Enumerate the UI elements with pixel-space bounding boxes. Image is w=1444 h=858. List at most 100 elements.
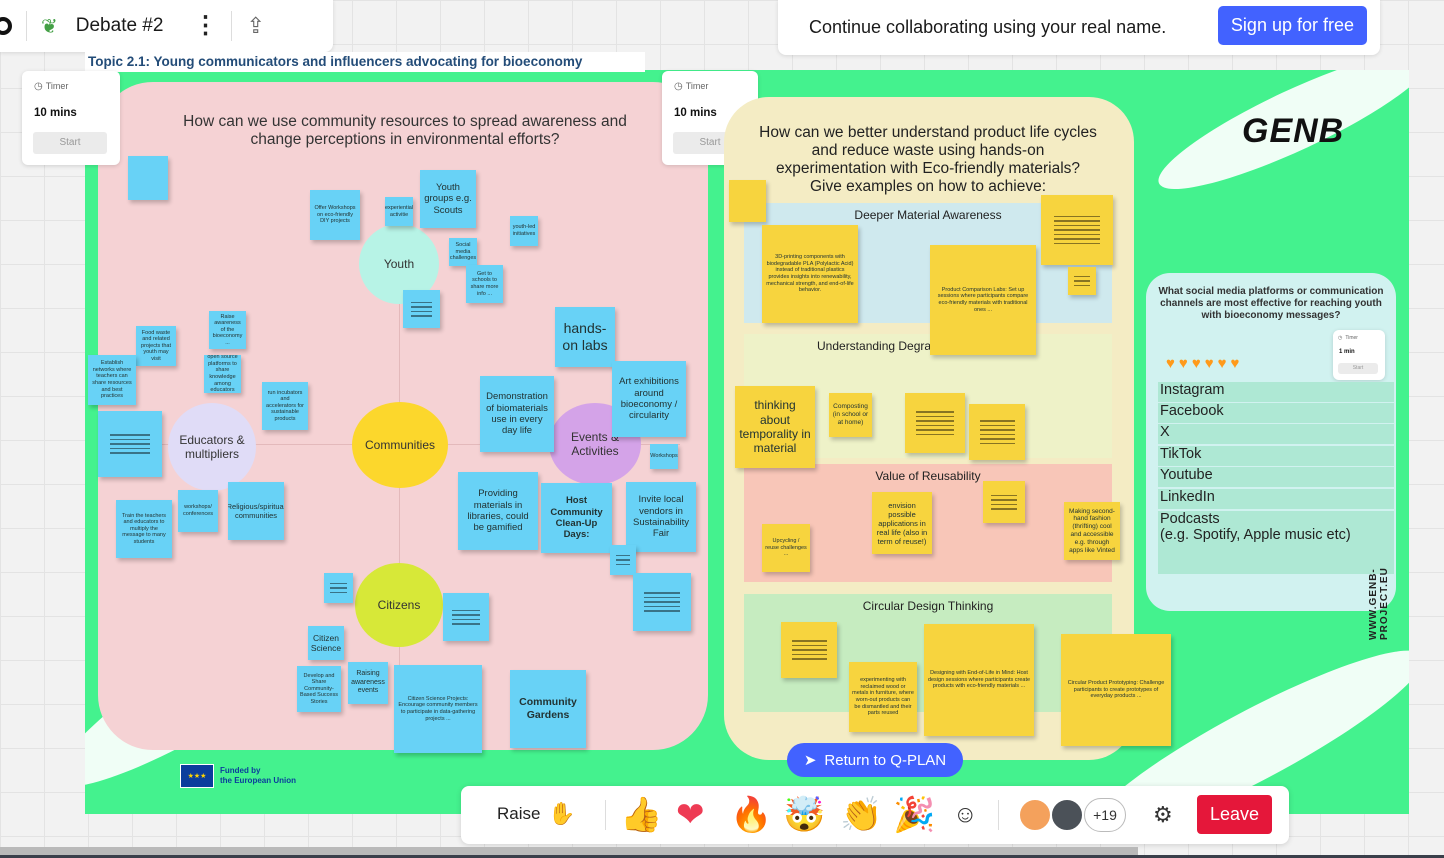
circle-educators[interactable]: Educators & multipliers — [168, 403, 256, 491]
clapping-hands-icon[interactable]: 👏 — [840, 796, 883, 834]
sprout-icon: ❦ — [41, 15, 58, 38]
sticky-note[interactable]: Food waste and related projects that you… — [136, 326, 176, 366]
sticky-note[interactable] — [403, 290, 440, 328]
timer-label: Timer — [1345, 335, 1358, 341]
sticky-note[interactable] — [969, 404, 1025, 460]
party-popper-icon[interactable]: 🎉 — [893, 796, 936, 834]
participant-avatar[interactable] — [1018, 798, 1052, 832]
sticky-note[interactable]: workshops/ conferences — [178, 490, 218, 532]
sticky-note[interactable] — [610, 545, 636, 575]
window-bottom-edge — [0, 855, 1444, 858]
sticky-note[interactable]: experiential activitie — [385, 197, 413, 226]
sticky-note[interactable]: Develop and Share Community-Based Succes… — [297, 666, 341, 712]
sticky-note[interactable]: Host Community Clean-Up Days: — [541, 483, 612, 553]
circle-events[interactable]: Events & Activities — [549, 403, 641, 485]
timer-start-button[interactable]: Start — [1338, 363, 1378, 374]
timer-label: Timer — [45, 81, 69, 91]
right-question: How can we better understand product lif… — [759, 124, 1097, 195]
sticky-note[interactable]: 3D-printing components with biodegradabl… — [762, 225, 858, 323]
sticky-note[interactable]: Citizen Science Projects: Encourage comm… — [394, 665, 482, 753]
more-options-icon[interactable]: ⋮ — [193, 12, 218, 39]
platform-item: Facebook — [1158, 403, 1394, 423]
sticky-note[interactable]: Circular Product Prototyping: Challenge … — [1061, 634, 1171, 746]
timer-label: Timer — [685, 81, 709, 91]
raise-hand-icon[interactable]: ✋ — [548, 801, 576, 826]
app-logo-icon[interactable] — [0, 17, 12, 35]
sticky-note[interactable] — [781, 622, 837, 678]
sticky-note[interactable] — [98, 411, 162, 477]
timer-widget[interactable]: ◷Timer 1 min Start — [1333, 330, 1385, 380]
genb-logo: GENB — [1242, 112, 1345, 150]
sticky-note[interactable]: Citizen Science — [308, 626, 344, 660]
sticky-note[interactable]: Composting (in school or at home) — [829, 393, 872, 437]
sticky-note[interactable]: Product Comparison Labs: Set up sessions… — [930, 245, 1036, 355]
sticky-note[interactable]: Religious/spiritual communities — [228, 482, 284, 540]
sticky-note-stack[interactable] — [729, 180, 766, 222]
sticky-note[interactable]: Designing with End-of-Life in Mind: Host… — [924, 624, 1034, 736]
fire-icon[interactable]: 🔥 — [730, 796, 773, 834]
sticky-note[interactable] — [1041, 195, 1113, 265]
sticky-note[interactable] — [905, 393, 965, 453]
circle-citizens[interactable]: Citizens — [355, 563, 443, 647]
heart-icon[interactable]: ❤ — [676, 796, 705, 834]
timer-widget[interactable]: ◷Timer 10 mins Start — [22, 71, 120, 165]
sticky-note[interactable]: Workshops — [650, 444, 678, 469]
platform-item: Instagram — [1158, 382, 1394, 402]
participant-avatar[interactable] — [1050, 798, 1084, 832]
sticky-note-stack[interactable] — [128, 156, 168, 200]
sticky-note[interactable]: Invite local vendors in Sustainability F… — [626, 482, 696, 552]
return-button-label: Return to Q-PLAN — [824, 751, 947, 769]
return-button[interactable]: ➤ Return to Q-PLAN — [787, 743, 963, 777]
board-title[interactable]: Debate #2 — [75, 15, 164, 36]
sticky-note[interactable]: Offer Workshops on eco-friendly DIY proj… — [310, 190, 360, 240]
sticky-note[interactable] — [324, 573, 353, 603]
signup-button[interactable]: Sign up for free — [1217, 6, 1367, 45]
sticky-note[interactable]: Making second-hand fashion (thrifting) c… — [1064, 502, 1120, 560]
sticky-note[interactable]: Social media challenges — [449, 238, 477, 266]
sticky-note[interactable]: Raise awareness of the bioeconomy ... — [209, 311, 246, 349]
sticky-note[interactable]: Upcycling / reuse challenges ... — [762, 524, 810, 572]
cursor-arrow-icon: ➤ — [803, 752, 817, 769]
timer-value: 10 mins — [674, 107, 717, 119]
sticky-note[interactable]: youth-led initiatives — [510, 216, 538, 246]
clock-icon: ◷ — [1338, 335, 1343, 341]
toolbar-divider — [26, 11, 27, 41]
bar-divider — [998, 800, 999, 830]
settings-sliders-icon[interactable]: ⚙ — [1153, 802, 1173, 827]
export-icon[interactable]: ⇪ — [246, 13, 265, 38]
thumbs-up-icon[interactable]: 👍 — [620, 796, 663, 834]
leave-button[interactable]: Leave — [1197, 795, 1272, 834]
timer-start-button[interactable]: Start — [33, 132, 107, 154]
sticky-note[interactable] — [443, 593, 489, 641]
sticky-note[interactable] — [633, 573, 691, 631]
sticky-note[interactable]: run incubators and accelerators for sust… — [262, 382, 308, 430]
sticky-note[interactable] — [1068, 267, 1096, 295]
sticky-note[interactable]: Youth groups e.g. Scouts — [420, 170, 476, 228]
sticky-note[interactable] — [983, 481, 1025, 523]
mind-blown-icon[interactable]: 🤯 — [783, 796, 826, 834]
sticky-note[interactable]: Providing materials in libraries, could … — [458, 472, 538, 550]
sticky-note[interactable]: Train the teachers and educators to mult… — [116, 500, 172, 558]
circle-communities[interactable]: Communities — [352, 402, 448, 488]
platform-item: X — [1158, 424, 1394, 444]
board-toolbar: ❦ Debate #2 ⋮ ⇪ — [0, 0, 333, 52]
sticky-note[interactable]: experimenting with reclaimed wood or met… — [849, 662, 917, 732]
sticky-note[interactable]: Art exhibitions around bioeconomy / circ… — [612, 361, 686, 437]
sticky-note[interactable]: Community Gardens — [510, 670, 586, 748]
sticky-note[interactable]: hands-on labs — [555, 307, 615, 367]
timer-value: 10 mins — [34, 107, 77, 119]
horizontal-scrollbar[interactable] — [0, 847, 1138, 855]
sticky-note[interactable]: envision possible applications in real l… — [872, 492, 932, 554]
sticky-note[interactable]: thinking about temporality in material — [735, 386, 815, 468]
heart-reactions-icon: ♥♥♥♥♥♥ — [1166, 355, 1244, 372]
reaction-bar — [461, 786, 1289, 844]
raise-hand-label[interactable]: Raise — [497, 804, 541, 823]
sticky-note[interactable]: Establish networks where teachers can sh… — [88, 355, 136, 405]
more-participants-count[interactable]: +19 — [1084, 798, 1126, 832]
sticky-note[interactable]: Raising awareness events — [348, 662, 388, 704]
topic-strip — [85, 52, 645, 72]
sticky-note[interactable]: Get to schools to share more info ... — [466, 265, 503, 303]
sticky-note[interactable]: open source platforms to share knowledge… — [204, 355, 241, 393]
add-reaction-icon[interactable]: ☺ — [953, 801, 978, 828]
sticky-note[interactable]: Demonstration of biomaterials use in eve… — [480, 376, 554, 452]
